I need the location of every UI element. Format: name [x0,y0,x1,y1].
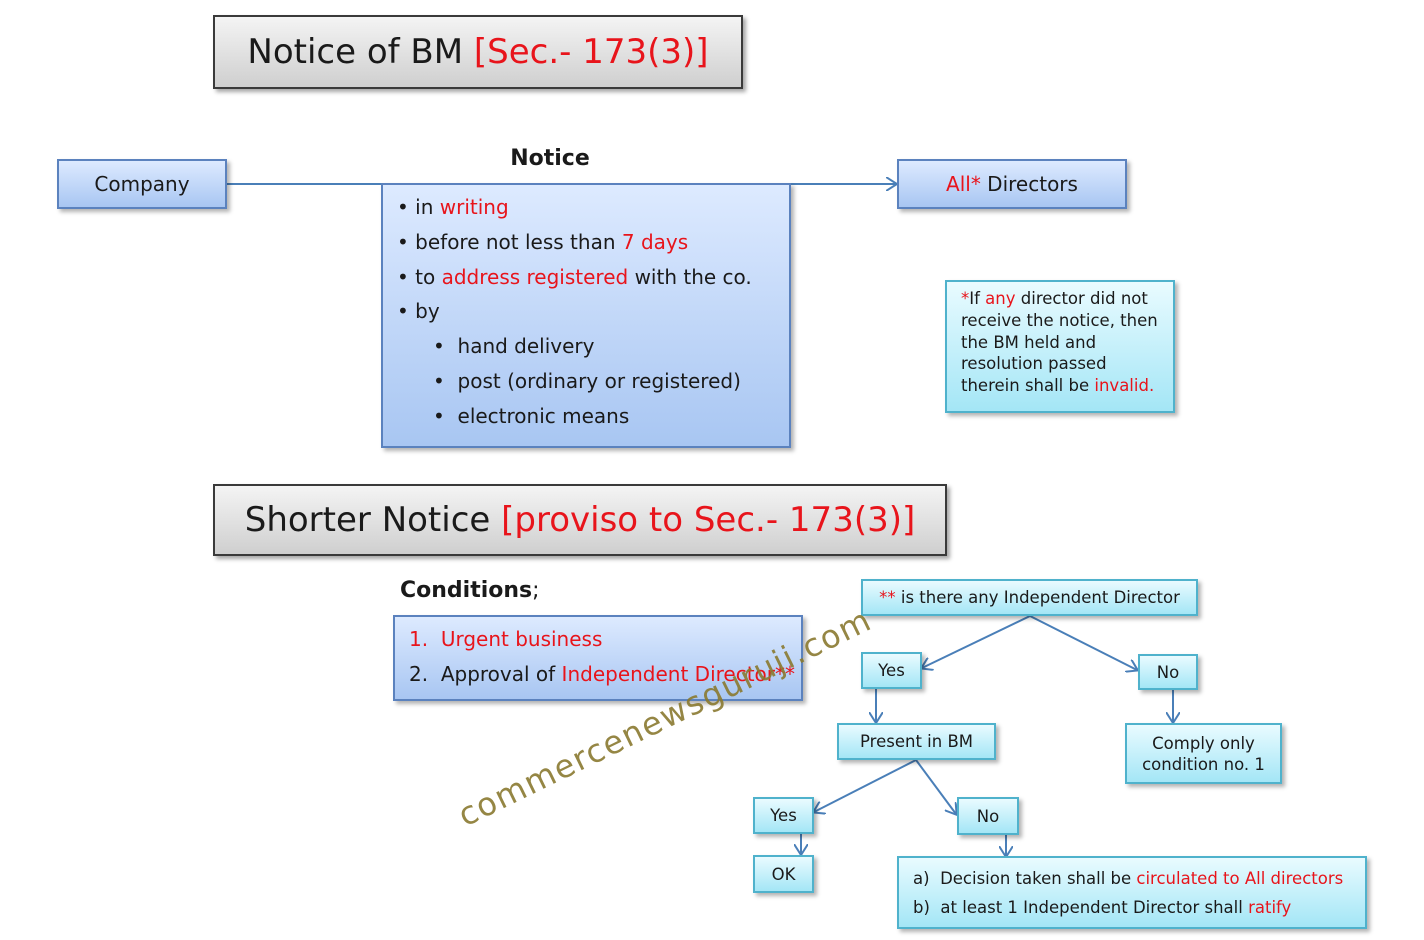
independent-director-question: ** is there any Independent Director [861,579,1198,616]
decision-node: a) Decision taken shall be circulated to… [897,856,1367,929]
sub-bullet: • [433,368,445,393]
shorter-notice-title: Shorter Notice [proviso to Sec.- 173(3)] [213,484,947,556]
sub-bullet: • [433,334,445,359]
q-to-no-arrow [1029,615,1137,670]
condition-urgent-business: 1. Urgent business [409,627,603,651]
notice-heading: Notice [510,146,590,171]
present-to-no-arrow [915,759,956,814]
notice-details-box: • in writing • before not less than 7 da… [381,183,791,448]
company-label: Company [94,172,190,196]
title2-black: Shorter Notice [244,500,502,540]
yes-node-1: Yes [861,652,922,689]
condition-independent-director: 2. Approval of Independent Director** [409,662,796,686]
notice-item-writing: • in writing [397,195,509,219]
title2-section: [proviso to Sec.- 173(3)] [501,500,916,540]
ok-node: OK [753,855,814,893]
company-box: Company [57,159,227,209]
notice-subitem-post: • post (ordinary or registered) [433,368,741,393]
q-to-yes-arrow [922,615,1031,668]
conditions-heading: Conditions; [400,578,540,603]
decision-circulated: a) Decision taken shall be circulated to… [913,869,1344,888]
title1-section: [Sec.- 173(3)] [473,32,709,72]
title1-black: Notice of BM [247,32,474,72]
comply-condition-node: Comply only condition no. 1 [1125,723,1282,784]
all-directors-box: All* Directors [897,159,1127,209]
notice-subitem-hand-delivery: • hand delivery [433,334,595,359]
present-to-yes-arrow [814,759,917,812]
yes-node-2: Yes [753,797,814,834]
no-node-1: No [1138,654,1198,690]
notice-of-bm-title: Notice of BM [Sec.- 173(3)] [213,15,743,89]
notice-item-address: • to address registered with the co. [397,264,752,289]
decision-ratify: b) at least 1 Independent Director shall… [913,898,1292,917]
present-in-bm-node: Present in BM [837,723,996,760]
notice-subitem-electronic: • electronic means [433,403,630,428]
directors-all: All* [946,172,981,196]
conditions-box: 1. Urgent business 2. Approval of Indepe… [393,615,803,701]
no-node-2: No [957,797,1019,835]
invalid-footnote-box: *If any director did not receive the not… [945,280,1175,413]
notice-item-days: • before not less than 7 days [397,229,689,254]
notice-item-by: • by [397,299,440,324]
sub-bullet: • [433,403,445,428]
directors-label: Directors [980,172,1078,196]
